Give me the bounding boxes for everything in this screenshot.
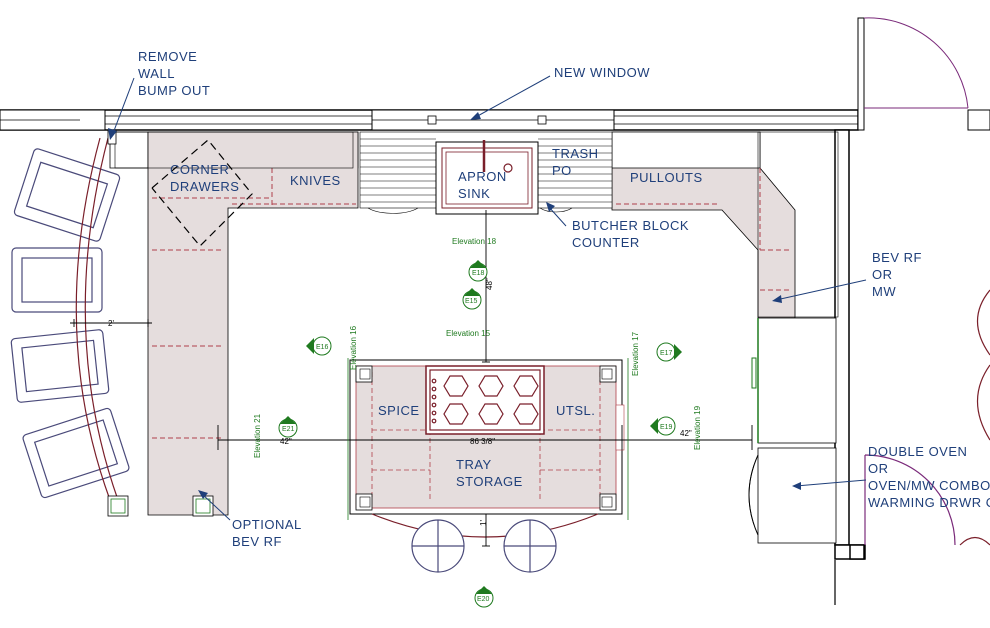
note-spice: SPICE bbox=[378, 403, 420, 418]
elevation-17-label: Elevation 17 bbox=[631, 331, 640, 376]
marker-e16-label: E16 bbox=[316, 344, 329, 351]
marker-e20[interactable] bbox=[474, 586, 494, 608]
right-room-fixtures bbox=[834, 289, 990, 605]
bar-stool-right bbox=[503, 519, 557, 573]
note-apron-sink-1: APRON bbox=[458, 169, 507, 184]
note-optional-bev-rf-2: BEV RF bbox=[232, 534, 282, 549]
lounge-chair-3 bbox=[10, 329, 110, 403]
lounge-chair-4 bbox=[22, 407, 130, 499]
elevation-markers bbox=[278, 260, 682, 608]
marker-e15[interactable] bbox=[462, 288, 482, 310]
marker-e18-label: E18 bbox=[472, 270, 485, 277]
marker-e21[interactable] bbox=[278, 416, 298, 438]
note-double-oven-1: DOUBLE OVEN bbox=[868, 444, 967, 459]
note-bev-rf-3: MW bbox=[872, 284, 896, 299]
marker-e19[interactable] bbox=[650, 416, 676, 436]
annotations: REMOVE WALL BUMP OUT NEW WINDOW CORNER D… bbox=[138, 49, 990, 549]
elevation-19-label: Elevation 19 bbox=[693, 405, 702, 450]
column-blocks bbox=[107, 129, 214, 517]
note-corner-drawers-1: CORNER bbox=[170, 162, 229, 177]
note-new-window: NEW WINDOW bbox=[554, 65, 650, 80]
marker-e17[interactable] bbox=[656, 342, 682, 362]
cooktop bbox=[425, 365, 545, 435]
note-corner-drawers-2: DRAWERS bbox=[170, 179, 239, 194]
cabinets bbox=[109, 131, 839, 544]
marker-e16[interactable] bbox=[306, 336, 332, 356]
seating bbox=[10, 148, 557, 573]
note-bev-rf-1: BEV RF bbox=[872, 250, 922, 265]
note-trash-2: PO bbox=[552, 163, 572, 178]
elevation-21-label: Elevation 21 bbox=[253, 413, 262, 458]
walls bbox=[0, 17, 990, 560]
lounge-chair-2 bbox=[11, 247, 103, 313]
apron-sink bbox=[435, 140, 539, 215]
lounge-chair-1 bbox=[13, 148, 121, 242]
elevation-16-label: Elevation 16 bbox=[349, 325, 358, 370]
dim-island-length: 86 3/8" bbox=[470, 437, 495, 446]
elevation-cut-lines bbox=[347, 358, 629, 520]
dim-seating-1: 1' bbox=[479, 520, 488, 526]
note-bev-rf-2: OR bbox=[872, 267, 893, 282]
bump-out-curve bbox=[75, 137, 119, 501]
elevation-18-label: Elevation 18 bbox=[452, 237, 497, 246]
marker-e20-label: E20 bbox=[477, 596, 490, 603]
note-double-oven-4: WARMING DRWR OR bbox=[868, 495, 990, 510]
note-tray-storage-2: STORAGE bbox=[456, 474, 523, 489]
note-double-oven-2: OR bbox=[868, 461, 889, 476]
note-tray-storage-1: TRAY bbox=[456, 457, 492, 472]
marker-e17-label: E17 bbox=[660, 350, 673, 357]
note-utsl: UTSL. bbox=[556, 403, 595, 418]
door-swing bbox=[863, 17, 969, 109]
note-apron-sink-2: SINK bbox=[458, 186, 490, 201]
dim-aisle-left: 2' bbox=[108, 319, 114, 328]
note-trash-1: TRASH bbox=[552, 146, 599, 161]
note-remove-wall-2: WALL bbox=[138, 66, 175, 81]
marker-e15-label: E15 bbox=[465, 298, 478, 305]
marker-e18[interactable] bbox=[468, 260, 488, 282]
note-butcher-block-2: COUNTER bbox=[572, 235, 640, 250]
bar-stool-left bbox=[411, 519, 465, 573]
note-pullouts: PULLOUTS bbox=[630, 170, 703, 185]
note-remove-wall-1: REMOVE bbox=[138, 49, 197, 64]
note-knives: KNIVES bbox=[290, 173, 341, 188]
dim-gap-left: 42" bbox=[280, 437, 292, 446]
note-butcher-block-1: BUTCHER BLOCK bbox=[572, 218, 689, 233]
note-remove-wall-3: BUMP OUT bbox=[138, 83, 210, 98]
island-overhang bbox=[371, 513, 599, 538]
note-optional-bev-rf-1: OPTIONAL bbox=[232, 517, 302, 532]
dimension-lines bbox=[70, 210, 753, 547]
dim-gap-right: 42" bbox=[680, 429, 692, 438]
elevation-15-label: Elevation 15 bbox=[446, 329, 491, 338]
marker-e21-label: E21 bbox=[282, 426, 295, 433]
note-double-oven-3: OVEN/MW COMBO bbox=[868, 478, 990, 493]
marker-e19-label: E19 bbox=[660, 424, 673, 431]
leader-arrows bbox=[108, 75, 867, 521]
dim-depth-48: 48" bbox=[485, 278, 494, 290]
